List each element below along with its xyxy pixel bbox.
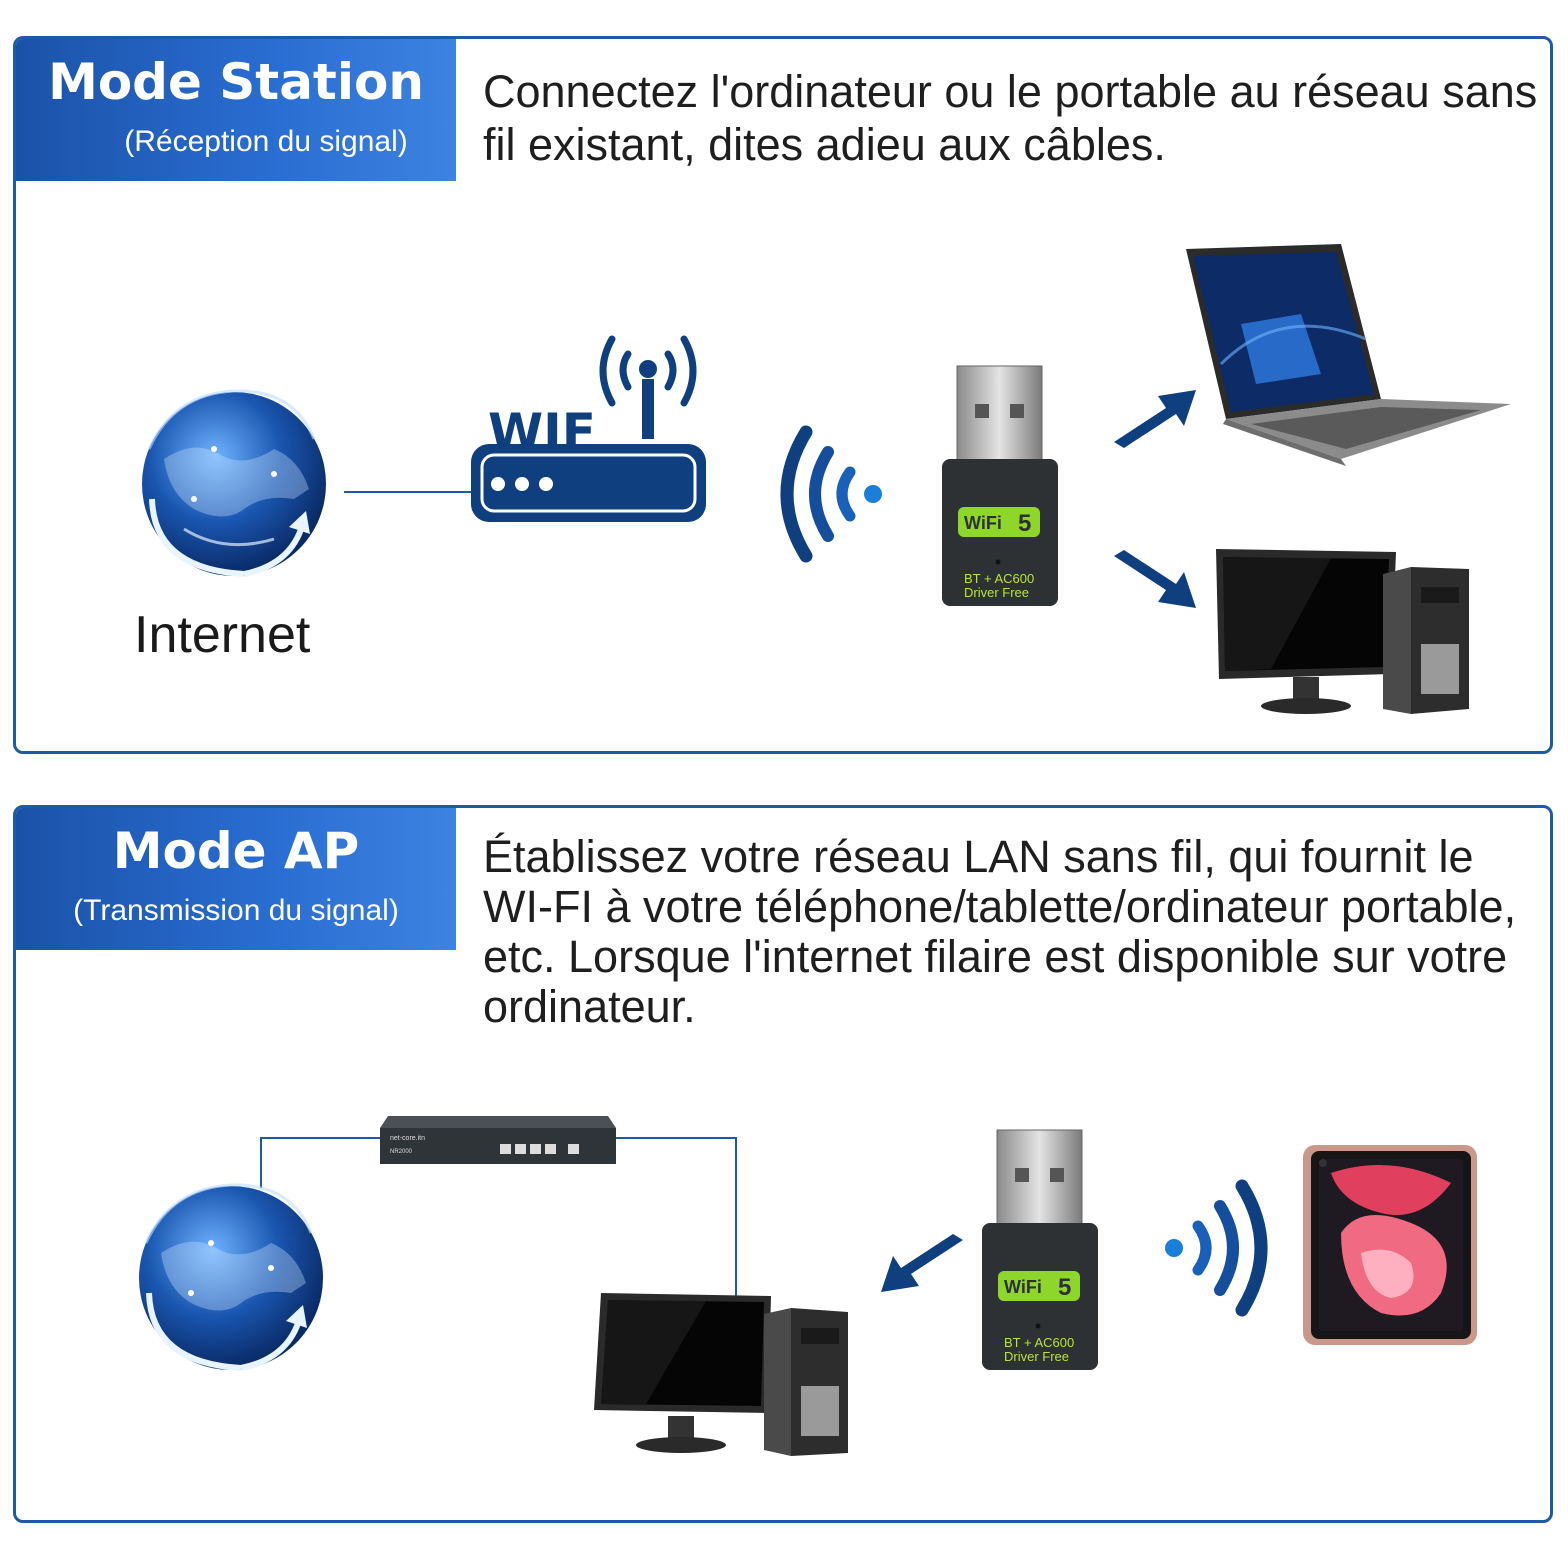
connection-line xyxy=(260,1137,737,1303)
internet-label: Internet xyxy=(134,606,311,664)
globe-icon xyxy=(142,389,326,577)
mode-ap-panel: Mode AP (Transmission du signal) Établis… xyxy=(13,805,1553,1523)
dongle-badge-text: WiFi xyxy=(1004,1277,1042,1297)
globe-icon xyxy=(139,1183,323,1371)
dongle-badge-text: WiFi xyxy=(964,513,1002,533)
mode-ap-header: Mode AP (Transmission du signal) xyxy=(16,808,456,950)
mode-station-description: Connectez l'ordinateur ou le portable au… xyxy=(483,66,1538,170)
dongle-badge-number: 5 xyxy=(1018,510,1031,537)
tablet-icon xyxy=(1303,1145,1477,1345)
switch-model: NR2000 xyxy=(390,1149,413,1155)
arrow-icon xyxy=(1114,550,1196,608)
network-switch-icon: net-core.itn NR2000 xyxy=(380,1116,616,1164)
laptop-icon xyxy=(1186,244,1511,466)
wifi-signal-icon xyxy=(780,425,882,563)
mode-station-header: Mode Station (Réception du signal) xyxy=(16,39,456,181)
mode-ap-subtitle: (Transmission du signal) xyxy=(73,894,399,927)
dongle-line2: Driver Free xyxy=(964,585,1029,600)
mode-station-subtitle: (Réception du signal) xyxy=(124,125,408,158)
arrow-icon xyxy=(881,1234,963,1292)
dongle-line1: BT + AC600 xyxy=(964,571,1034,586)
usb-dongle-icon: WiFi 5 BT + AC600 Driver Free xyxy=(982,1129,1098,1370)
dongle-badge-number: 5 xyxy=(1058,1274,1071,1301)
dongle-line1: BT + AC600 xyxy=(1004,1335,1074,1350)
mode-ap-title: Mode AP xyxy=(112,822,360,880)
wifi-signal-icon xyxy=(1165,1179,1268,1317)
switch-brand: net-core.itn xyxy=(390,1135,425,1142)
desktop-computer-icon xyxy=(594,1293,848,1456)
mode-station-panel: Mode Station (Réception du signal) Conne… xyxy=(13,36,1553,754)
connection-line xyxy=(344,491,472,493)
usb-dongle-icon: WiFi 5 BT + AC600 Driver Free xyxy=(942,365,1058,606)
router-icon: WIF xyxy=(471,335,706,522)
desktop-computer-icon xyxy=(1216,549,1469,714)
mode-ap-description: Établissez votre réseau LAN sans fil, qu… xyxy=(483,831,1517,1032)
dongle-line2: Driver Free xyxy=(1004,1349,1069,1364)
mode-station-title: Mode Station xyxy=(48,53,424,111)
arrow-icon xyxy=(1114,390,1196,448)
